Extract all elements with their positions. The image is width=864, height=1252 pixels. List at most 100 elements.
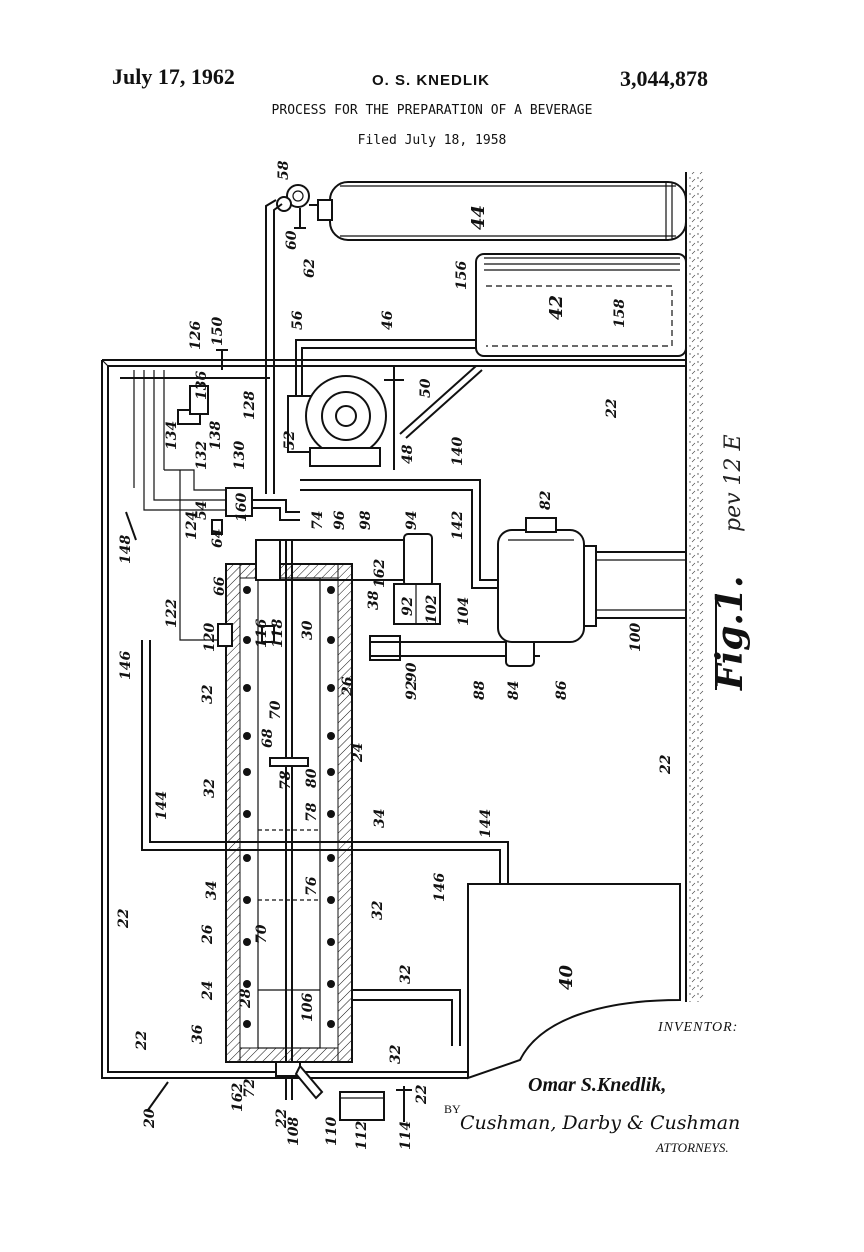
svg-text:146: 146 xyxy=(118,651,134,680)
svg-text:146: 146 xyxy=(432,873,448,902)
svg-text:116: 116 xyxy=(254,619,270,648)
control-lines xyxy=(120,349,270,641)
svg-text:122: 122 xyxy=(164,599,180,628)
svg-text:112: 112 xyxy=(354,1121,370,1150)
svg-text:78: 78 xyxy=(278,770,294,790)
svg-text:120: 120 xyxy=(202,623,218,652)
svg-text:60: 60 xyxy=(284,230,300,250)
ground-right xyxy=(686,172,704,1002)
inventor-header: O. S. KNEDLIK xyxy=(372,72,491,89)
pipes-upper xyxy=(265,199,476,494)
svg-text:68: 68 xyxy=(260,728,276,748)
svg-text:20: 20 xyxy=(142,1108,158,1129)
svg-text:48: 48 xyxy=(400,444,416,464)
svg-text:102: 102 xyxy=(424,595,440,624)
svg-text:80: 80 xyxy=(304,768,320,788)
svg-text:24: 24 xyxy=(350,743,366,763)
svg-text:74: 74 xyxy=(310,511,326,530)
svg-text:50: 50 xyxy=(418,378,434,398)
svg-text:64: 64 xyxy=(210,529,226,548)
svg-text:46: 46 xyxy=(380,310,396,330)
svg-text:148: 148 xyxy=(118,535,134,564)
svg-text:30: 30 xyxy=(300,620,316,640)
valve-160 xyxy=(211,487,300,535)
svg-text:82: 82 xyxy=(538,490,554,510)
svg-text:22: 22 xyxy=(604,398,620,419)
svg-text:70: 70 xyxy=(254,924,270,944)
svg-text:72: 72 xyxy=(242,1078,258,1098)
patent-title: PROCESS FOR THE PREPARATION OF A BEVERAG… xyxy=(271,103,593,118)
regulator-58 xyxy=(276,184,318,229)
svg-text:78: 78 xyxy=(304,802,320,822)
svg-text:22: 22 xyxy=(658,754,674,775)
svg-text:140: 140 xyxy=(450,437,466,466)
cabinet-outline xyxy=(101,359,686,1079)
svg-text:70: 70 xyxy=(268,700,284,720)
svg-text:32: 32 xyxy=(200,684,216,704)
svg-text:128: 128 xyxy=(242,391,258,420)
condenser-40 xyxy=(467,883,681,1080)
svg-text:108: 108 xyxy=(286,1117,302,1146)
compressor-82 xyxy=(497,517,687,643)
svg-text:28: 28 xyxy=(238,988,254,1009)
svg-text:32: 32 xyxy=(202,778,218,798)
freezing-cylinder xyxy=(217,540,353,1100)
reference-numerals: 58 60 62 44 156 42 158 56 46 126 150 128… xyxy=(116,160,674,1150)
svg-text:62: 62 xyxy=(302,258,318,278)
svg-text:158: 158 xyxy=(612,299,628,328)
svg-text:104: 104 xyxy=(456,597,472,626)
svg-text:156: 156 xyxy=(454,261,470,290)
svg-text:162: 162 xyxy=(230,1083,246,1112)
svg-text:22: 22 xyxy=(134,1030,150,1051)
svg-text:42: 42 xyxy=(546,295,567,320)
svg-text:54: 54 xyxy=(194,501,210,520)
svg-text:160: 160 xyxy=(234,493,250,522)
refrigerant-lines xyxy=(141,479,509,1046)
svg-text:114: 114 xyxy=(398,1121,414,1150)
svg-text:52: 52 xyxy=(282,430,298,450)
inventor-label: INVENTOR: xyxy=(658,1020,739,1035)
patent-date: July 17, 1962 xyxy=(112,64,235,89)
svg-text:136: 136 xyxy=(194,371,210,400)
handwritten-note: pev 12 E xyxy=(721,434,746,532)
svg-text:84: 84 xyxy=(506,681,522,700)
pump-48 xyxy=(287,365,483,470)
svg-text:90: 90 xyxy=(404,662,420,682)
svg-text:96: 96 xyxy=(332,510,348,530)
svg-text:32: 32 xyxy=(398,964,414,984)
attorneys-signature: Cushman, Darby & Cushman xyxy=(460,1112,741,1134)
svg-text:66: 66 xyxy=(212,576,228,596)
svg-text:34: 34 xyxy=(372,809,388,828)
by-label: BY xyxy=(444,1102,461,1116)
svg-text:22: 22 xyxy=(116,908,132,929)
svg-text:132: 132 xyxy=(194,441,210,470)
svg-text:144: 144 xyxy=(154,791,170,820)
svg-text:58: 58 xyxy=(276,160,292,180)
svg-text:26: 26 xyxy=(340,676,356,697)
patent-number: 3,044,878 xyxy=(620,66,708,91)
svg-text:24: 24 xyxy=(200,981,216,1001)
svg-text:36: 36 xyxy=(190,1024,206,1044)
svg-text:138: 138 xyxy=(208,421,224,450)
svg-text:142: 142 xyxy=(450,511,466,540)
svg-text:32: 32 xyxy=(370,900,386,920)
svg-text:92: 92 xyxy=(404,680,420,700)
svg-text:56: 56 xyxy=(290,310,306,330)
svg-text:22: 22 xyxy=(274,1108,290,1129)
svg-text:130: 130 xyxy=(232,441,248,470)
refrigerant-coils xyxy=(243,586,335,1028)
svg-text:150: 150 xyxy=(210,317,226,346)
svg-text:126: 126 xyxy=(188,321,204,350)
svg-text:94: 94 xyxy=(404,511,420,530)
svg-text:162: 162 xyxy=(372,559,388,588)
dispensing-valve xyxy=(275,1061,412,1122)
svg-text:124: 124 xyxy=(184,511,200,540)
co2-tank-44 xyxy=(317,181,687,241)
svg-text:144: 144 xyxy=(478,809,494,838)
svg-text:86: 86 xyxy=(554,680,570,700)
svg-text:22: 22 xyxy=(414,1084,430,1105)
svg-text:100: 100 xyxy=(628,623,644,652)
svg-text:26: 26 xyxy=(200,924,216,945)
filed-date: Filed July 18, 1958 xyxy=(357,133,507,148)
